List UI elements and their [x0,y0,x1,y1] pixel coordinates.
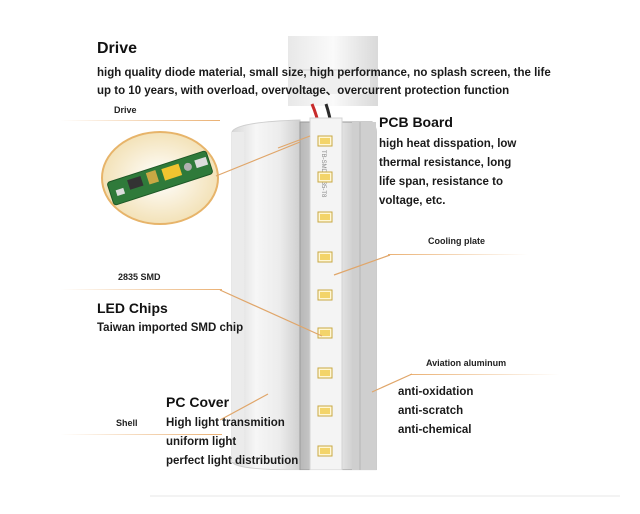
aviation-aluminum-label: Aviation aluminum [426,358,507,368]
aviation-line-3: anti-chemical [398,424,472,436]
pcb-line-1: high heat disspation, low [379,138,517,150]
aviation-aluminum-line [410,374,560,375]
drive-title: Drive [97,40,138,57]
led-chips-title: LED Chips [97,300,168,316]
led-chips [317,135,333,457]
drive-callout-line [60,120,220,121]
pc-cover-line-1: High light transmition [166,417,285,429]
pcb-line-3: life span, resistance to [379,176,503,188]
drive-callout-label: Drive [114,105,137,115]
pcb-line-2: thermal resistance, long [379,157,512,169]
led-chips-desc: Taiwan imported SMD chip [97,322,244,334]
drive-bubble [101,131,219,225]
smd-label: 2835 SMD [118,272,161,282]
shell-label: Shell [116,418,138,428]
cooling-plate-label: Cooling plate [428,236,485,246]
smd-line [60,289,222,290]
end-cap [288,36,378,106]
shell-line [60,434,222,435]
drive-desc-line1: high quality diode material, small size,… [97,67,551,79]
aviation-line-1: anti-oxidation [398,386,474,398]
pcb-line-4: voltage, etc. [379,195,446,207]
pc-cover-line-3: perfect light distribution [166,455,299,467]
pc-cover-title: PC Cover [166,394,230,410]
pc-cover-line-2: uniform light [166,436,237,448]
cooling-plate-line [388,254,528,255]
drive-desc-line2: up to 10 years, with overload, overvolta… [97,85,510,97]
pcb-title: PCB Board [379,114,453,130]
aviation-line-2: anti-scratch [398,405,464,417]
